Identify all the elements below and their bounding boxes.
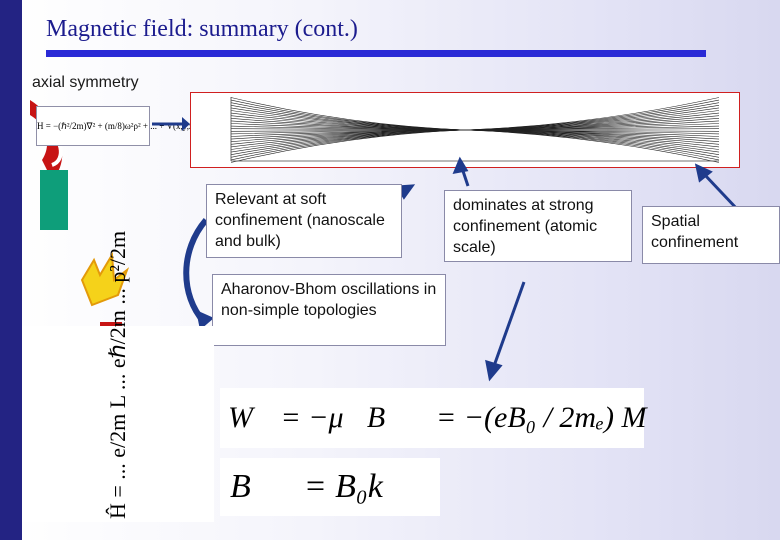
magnetic-field-equation: B⃗ = B₀k⃗ <box>220 458 440 516</box>
energy-w-equation: W = −μ⃗B⃗ = −(eB₀ / 2mₑ) M <box>220 388 647 448</box>
title-underline <box>46 50 706 57</box>
hamiltonian-text: H = −(ℏ²/2m)∇² + (m/8)ω²ρ² + ... + V(x,y… <box>37 121 196 131</box>
spectrum-line <box>464 129 720 163</box>
deco-green-block <box>40 170 68 230</box>
energy-spectrum-plot <box>190 92 740 168</box>
arrow-to-w <box>492 281 526 367</box>
aharonov-bohm-box: Aharonov-Bhom oscillations in non-simple… <box>212 274 446 346</box>
curved-blue-arrow <box>183 218 209 324</box>
arrow-to-spectrum <box>152 117 190 131</box>
w-lhs: W <box>228 401 253 434</box>
rotated-equation-text: Ĥ = ... e/2m L ... eℏ/2m ... p²/2m <box>105 230 130 519</box>
w-mid: = −μ⃗B⃗ <box>280 401 409 434</box>
spectrum-line <box>230 129 466 163</box>
spectrum-svg <box>230 97 720 163</box>
arrow-spatial <box>702 172 740 212</box>
subtitle-axial-symmetry: axial symmetry <box>32 74 139 91</box>
rotated-hamiltonian-equation: Ĥ = ... e/2m L ... eℏ/2m ... p²/2m <box>22 230 214 522</box>
w-rhs: = −(eB₀ / 2mₑ) M <box>436 401 647 434</box>
left-sidebar-bar <box>0 0 22 540</box>
spatial-confinement-box: Spatial confinement <box>642 206 780 264</box>
b-rhs: = B₀k⃗ <box>303 468 410 505</box>
deco-yellow-burst <box>80 251 130 307</box>
strong-confinement-box: dominates at strong confinement (atomic … <box>444 190 632 262</box>
hamiltonian-equation: H = −(ℏ²/2m)∇² + (m/8)ω²ρ² + ... + V(x,y… <box>36 106 196 146</box>
b-lhs: B⃗ <box>230 468 278 505</box>
soft-confinement-box: Relevant at soft confinement (nanoscale … <box>206 184 402 258</box>
page-title: Magnetic field: summary (cont.) <box>46 16 358 42</box>
